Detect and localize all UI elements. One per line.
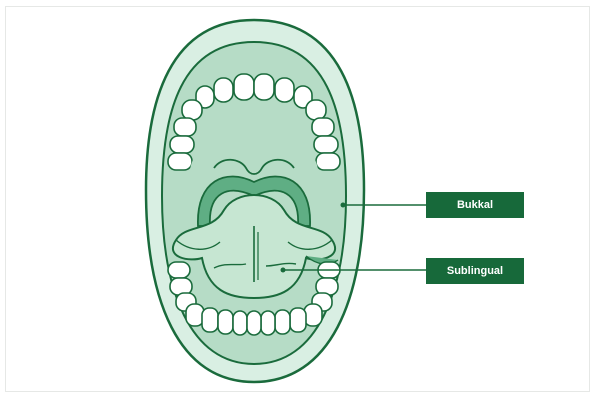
bukkal-label: Bukkal [426, 192, 524, 218]
sublingual-label: Sublingual [426, 258, 524, 284]
